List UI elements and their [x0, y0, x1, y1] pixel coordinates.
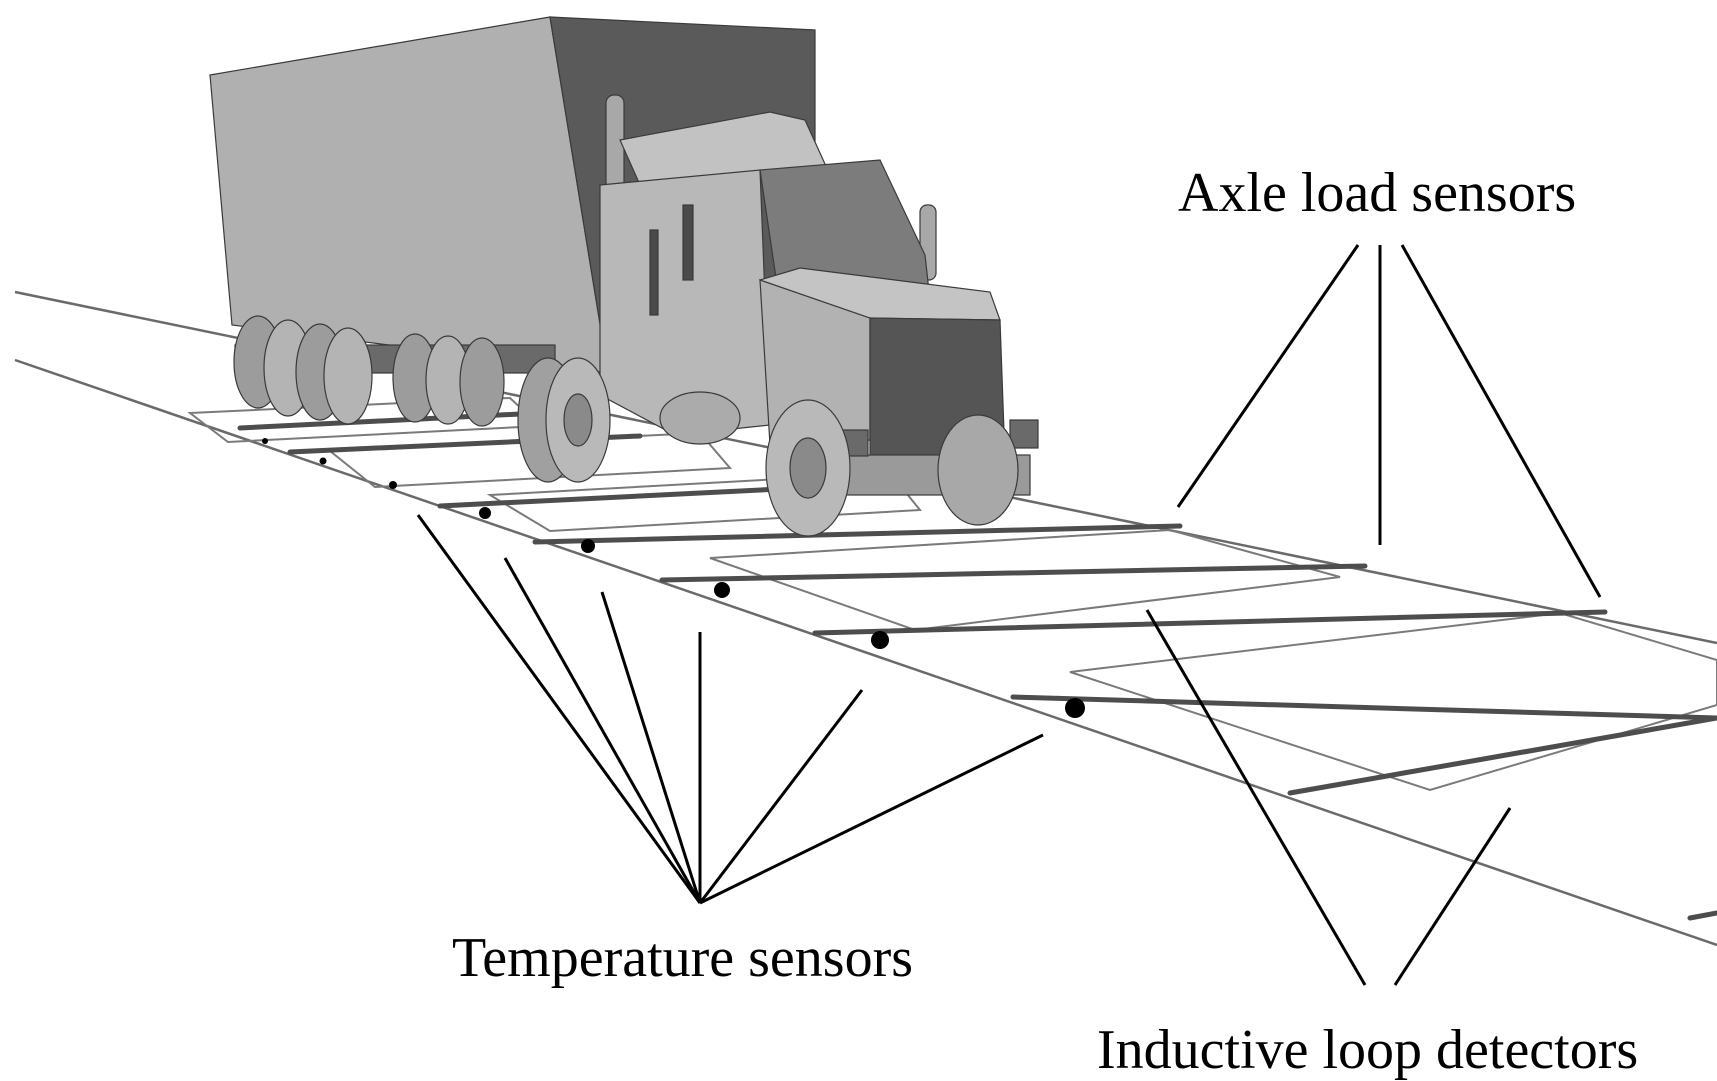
temperature-leaders — [416, 514, 1044, 905]
axle-load-strip — [1287, 715, 1717, 796]
inductive-loop — [1069, 611, 1717, 792]
axle-load-strip — [659, 563, 1368, 583]
axle-load-strips — [237, 409, 1717, 921]
temperature-sensor-dot — [581, 539, 595, 553]
temperature-sensor-dot — [714, 582, 730, 598]
side-mirror — [682, 204, 694, 281]
temp-leader-line — [416, 514, 702, 904]
cab-roof — [619, 111, 831, 186]
temperature-sensor-dot — [1065, 698, 1085, 718]
axle-load-strip — [1010, 694, 1717, 721]
axle-load-strip — [237, 409, 563, 431]
trailer-wheel — [323, 327, 373, 425]
headlight — [1009, 419, 1039, 449]
fuel-tank — [659, 391, 741, 445]
truck-illustration — [209, 16, 1039, 537]
axle-load-strip — [532, 523, 1183, 545]
temp-leader-line — [600, 591, 702, 904]
temperature-sensor-dot — [262, 438, 268, 444]
road-near-edge — [14, 358, 1717, 947]
temperature-sensor-dots — [262, 438, 1085, 718]
loop-leader-line — [1145, 609, 1367, 986]
axle-leader-line — [1176, 244, 1360, 508]
loop-detector-leaders — [1145, 609, 1512, 986]
trailer-wheels — [233, 315, 505, 427]
temp-leader-line — [698, 689, 864, 904]
inductive-loop — [709, 528, 1341, 632]
drive-wheel-hub — [563, 393, 593, 447]
trailer-side — [209, 16, 609, 374]
axle-load-strip — [812, 609, 1608, 636]
inductive-loop — [486, 471, 923, 533]
axle-load-strip — [1687, 910, 1717, 921]
temperature-sensors-label: Temperature sensors — [452, 927, 914, 989]
door-handle — [649, 229, 659, 316]
axle-load-leaders — [1176, 244, 1602, 598]
trailer-wheel — [459, 337, 505, 427]
inductive-loop-detectors-label: Inductive loop detectors — [1097, 1019, 1639, 1081]
axle-load-sensors-label: Axle load sensors — [1178, 162, 1577, 224]
temperature-sensor-dot — [871, 631, 889, 649]
loop-leader-line — [1393, 807, 1512, 986]
front-wheel — [937, 414, 1019, 526]
temp-leader-line — [699, 733, 1044, 905]
front-wheel-hub — [789, 437, 827, 499]
axle-load-strip — [437, 485, 803, 509]
temperature-sensor-dot — [389, 481, 397, 489]
temperature-sensor-dot — [479, 507, 491, 519]
temp-leader-line — [503, 557, 702, 904]
axle-leader-line — [1400, 244, 1602, 598]
temperature-sensor-dot — [319, 457, 327, 465]
